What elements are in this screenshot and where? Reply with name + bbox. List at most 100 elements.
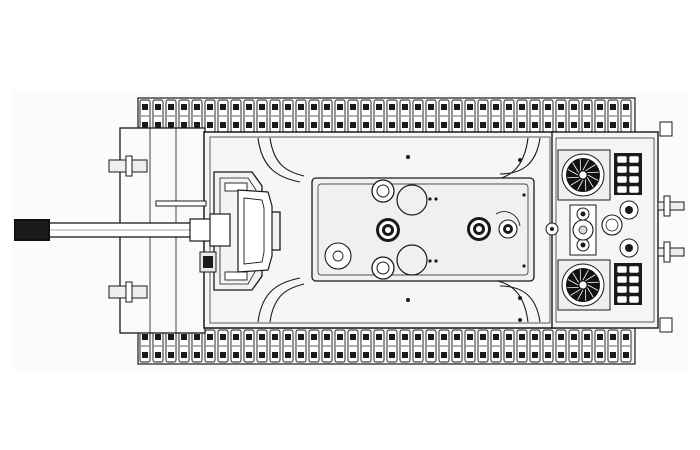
track-link-pad <box>376 122 382 128</box>
track-link-pad <box>220 352 226 358</box>
track-link-pad <box>272 104 278 110</box>
track-link-pad <box>350 122 356 128</box>
track-link-pad <box>532 334 538 340</box>
track-link-pad <box>415 352 421 358</box>
track-link-pad <box>233 122 239 128</box>
track-link-pad <box>467 104 473 110</box>
main-gun <box>14 200 231 247</box>
track-link-pad <box>402 104 408 110</box>
track-link-pad <box>454 352 460 358</box>
track-link-pad <box>207 122 213 128</box>
grille-slot <box>616 175 628 184</box>
rear-engine-compartment <box>545 121 685 333</box>
track-link-pad <box>506 352 512 358</box>
fan-blade <box>586 177 594 188</box>
track-link-pad <box>155 104 161 110</box>
grille-slot <box>628 155 640 164</box>
track-link-pad <box>285 334 291 340</box>
track-link-pad <box>623 104 629 110</box>
track-link-pad <box>285 104 291 110</box>
track-link-pad <box>311 334 317 340</box>
grille-top <box>614 153 642 195</box>
track-link-pad <box>220 104 226 110</box>
track-link-pad <box>571 104 577 110</box>
fan-blade <box>587 174 599 181</box>
track-link-pad <box>181 352 187 358</box>
fan-blade <box>567 279 579 286</box>
track-link-pad <box>480 104 486 110</box>
track-link-pad <box>207 334 213 340</box>
track-link-pad <box>142 122 148 128</box>
track-link-pad <box>259 352 265 358</box>
grille-slot <box>616 265 628 274</box>
track-link-pad <box>480 122 486 128</box>
track-link-pad <box>298 104 304 110</box>
track-link-pad <box>155 352 161 358</box>
track-link-pad <box>571 352 577 358</box>
turret-front <box>199 171 281 291</box>
track-link-pad <box>259 104 265 110</box>
track-link-pad <box>519 104 525 110</box>
front-tow-hook-bottom <box>108 281 148 303</box>
muzzle-brake <box>14 219 50 241</box>
track-link-pad <box>415 104 421 110</box>
track-link-pad <box>545 334 551 340</box>
track-link-pad <box>155 334 161 340</box>
track-link-pad <box>480 352 486 358</box>
rear-tow-hook-top <box>657 195 685 217</box>
track-link-pad <box>467 334 473 340</box>
track-link-pad <box>558 122 564 128</box>
grille-slot <box>616 295 628 304</box>
filler-cap-left <box>376 218 400 242</box>
track-link-pad <box>324 334 330 340</box>
track-link-pad <box>415 334 421 340</box>
grille-slot <box>628 265 640 274</box>
track-link-pad <box>441 122 447 128</box>
rear-bracket-bottom <box>659 317 673 333</box>
track-link-pad <box>493 334 499 340</box>
track-link-pad <box>519 122 525 128</box>
track-link-pad <box>428 104 434 110</box>
track-link-pad <box>376 334 382 340</box>
track-link-pad <box>545 122 551 128</box>
track-link-pad <box>623 334 629 340</box>
grille-slot <box>628 175 640 184</box>
track-link-pad <box>428 352 434 358</box>
track-link-pad <box>259 122 265 128</box>
track-link-pad <box>142 104 148 110</box>
track-link-pad <box>428 122 434 128</box>
track-link-pad <box>506 104 512 110</box>
track-link-pad <box>181 104 187 110</box>
track-link-pad <box>584 352 590 358</box>
grille-slot <box>628 185 640 194</box>
track-link-pad <box>246 352 252 358</box>
track-link-pad <box>441 334 447 340</box>
grille-slot <box>628 295 640 304</box>
fan-blade <box>572 162 580 173</box>
driver-vision-block <box>199 251 217 273</box>
track-link-pad <box>584 122 590 128</box>
track-link-pad <box>220 334 226 340</box>
track-link-pad <box>285 352 291 358</box>
track-link-pad <box>298 122 304 128</box>
track-link-pad <box>493 122 499 128</box>
track-link-pad <box>233 334 239 340</box>
track-link-pad <box>597 104 603 110</box>
track-link-pad <box>194 104 200 110</box>
track-link-pad <box>298 334 304 340</box>
track-link-pad <box>194 122 200 128</box>
track-link-pad <box>363 104 369 110</box>
track-link-pad <box>337 104 343 110</box>
track-link-pad <box>532 352 538 358</box>
track-link-pad <box>467 122 473 128</box>
grille-bottom <box>614 263 642 305</box>
track-link-pad <box>558 352 564 358</box>
track-link-pad <box>506 122 512 128</box>
track-link-pad <box>402 334 408 340</box>
track-link-pad <box>428 334 434 340</box>
grille-slot <box>616 155 628 164</box>
track-link-pad <box>246 104 252 110</box>
track-link-pad <box>571 122 577 128</box>
fan-blade <box>572 272 580 283</box>
